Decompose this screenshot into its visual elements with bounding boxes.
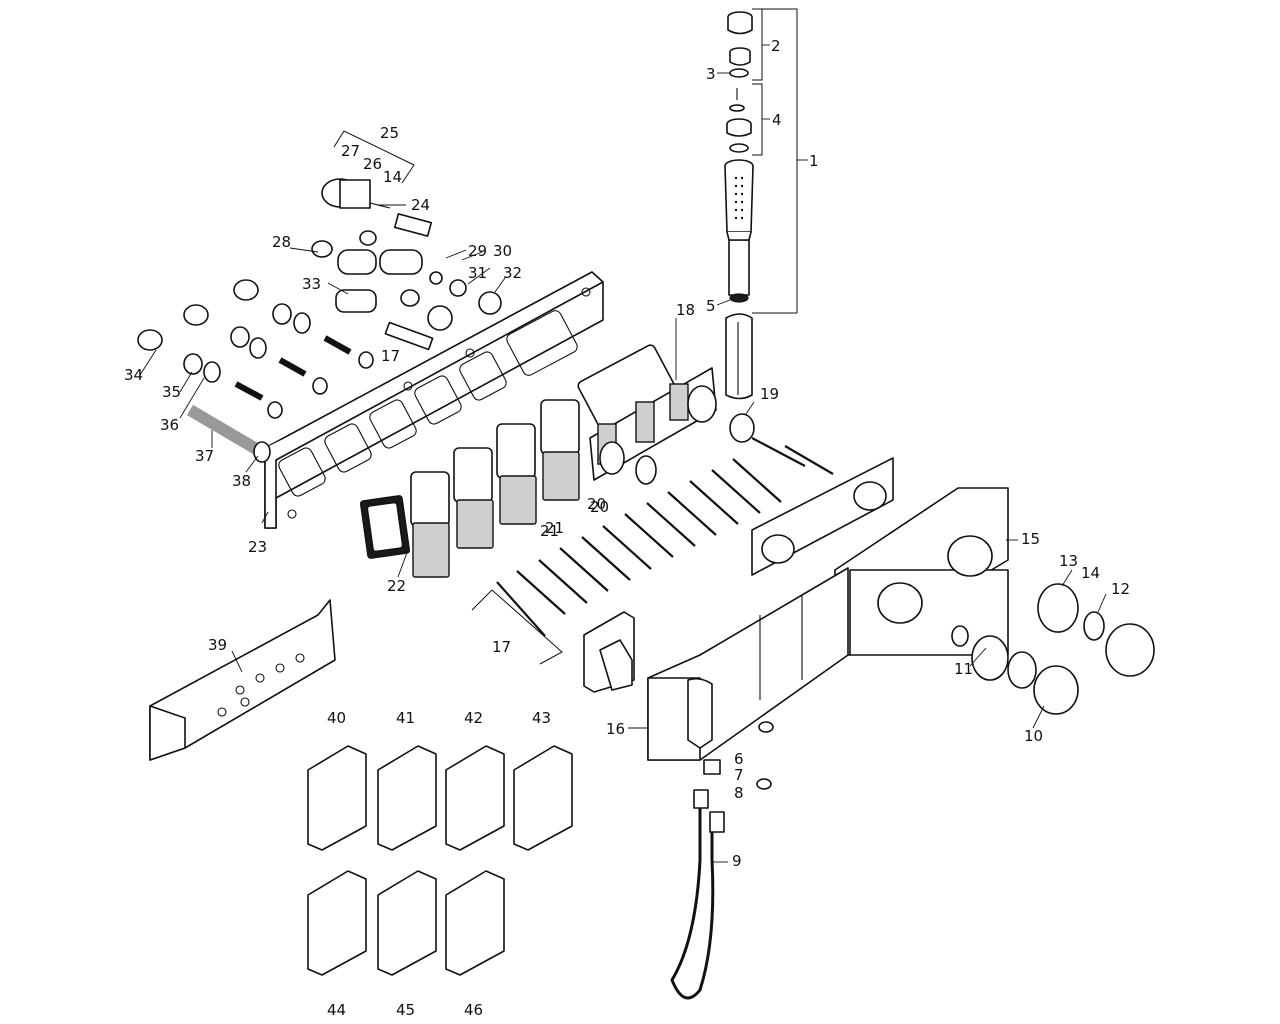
callout-19: 19 bbox=[760, 385, 779, 403]
callout-46: 46 bbox=[464, 1001, 483, 1019]
callout-25: 25 bbox=[380, 124, 399, 142]
callout-37: 37 bbox=[195, 447, 214, 465]
callout-30: 30 bbox=[493, 242, 512, 260]
callout-17-upper: 17 bbox=[381, 347, 400, 365]
callout-26: 26 bbox=[363, 155, 382, 173]
holder-unit bbox=[647, 567, 849, 761]
callout-39: 39 bbox=[208, 636, 227, 654]
faceplate bbox=[834, 487, 1009, 656]
callout-5: 5 bbox=[706, 297, 716, 315]
callout-4: 4 bbox=[772, 111, 782, 129]
callout-35: 35 bbox=[162, 383, 181, 401]
callout-29: 29 bbox=[468, 242, 487, 260]
callout-22: 22 bbox=[387, 577, 406, 595]
callout-31: 31 bbox=[468, 264, 487, 282]
callout-20-right: 20 bbox=[590, 498, 609, 516]
button-caps bbox=[307, 745, 573, 976]
callout-32: 32 bbox=[503, 264, 522, 282]
spray-disc bbox=[726, 88, 752, 153]
callout-11: 11 bbox=[954, 660, 973, 678]
callout-7: 7 bbox=[734, 766, 744, 784]
leader-lines bbox=[139, 204, 1107, 863]
callout-24: 24 bbox=[411, 196, 430, 214]
callout-43: 43 bbox=[532, 709, 551, 727]
callout-12: 12 bbox=[1111, 580, 1130, 598]
mounting-screws bbox=[471, 437, 834, 665]
hand-shower-stack bbox=[716, 8, 808, 400]
callout-21: 21 bbox=[545, 519, 564, 537]
callout-17: 17 bbox=[492, 638, 511, 656]
mounting-box bbox=[149, 599, 336, 761]
callout-34: 34 bbox=[124, 366, 143, 384]
callout-20: 20 bbox=[587, 495, 606, 513]
callout-44: 44 bbox=[327, 1001, 346, 1019]
callout-2: 2 bbox=[771, 37, 781, 55]
callout-23: 23 bbox=[248, 538, 267, 556]
callout-6: 6 bbox=[734, 750, 744, 768]
callout-9: 9 bbox=[732, 852, 742, 870]
shower-holder-sleeve bbox=[725, 313, 753, 400]
callout-14: 14 bbox=[1081, 564, 1100, 582]
callout-10: 10 bbox=[1024, 727, 1043, 745]
callout-8: 8 bbox=[734, 784, 744, 802]
callout-labels: 1 2 3 4 5 6 7 8 9 10 11 12 13 14 15 16 1… bbox=[124, 37, 1130, 1019]
callout-13: 13 bbox=[1059, 552, 1078, 570]
shower-hose bbox=[670, 721, 774, 1000]
knob-assembly bbox=[951, 583, 1155, 715]
cartridge-parts bbox=[137, 130, 502, 463]
callout-16: 16 bbox=[606, 720, 625, 738]
callout-14-upper: 14 bbox=[383, 168, 402, 186]
screw-row bbox=[496, 437, 834, 637]
callout-40: 40 bbox=[327, 709, 346, 727]
callout-1: 1 bbox=[809, 152, 819, 170]
cover-frame bbox=[751, 457, 894, 576]
callout-3: 3 bbox=[706, 65, 716, 83]
callout-42: 42 bbox=[464, 709, 483, 727]
valve-block bbox=[589, 367, 755, 485]
wall-outlet bbox=[583, 611, 635, 693]
callout-41: 41 bbox=[396, 709, 415, 727]
callout-38: 38 bbox=[232, 472, 251, 490]
gasket-set bbox=[359, 344, 681, 578]
callout-33: 33 bbox=[302, 275, 321, 293]
callout-28: 28 bbox=[272, 233, 291, 251]
base-plate bbox=[264, 271, 604, 529]
hand-shower-cap bbox=[727, 11, 753, 78]
callout-21-left: 21 bbox=[540, 522, 559, 540]
spray-nozzles bbox=[734, 176, 744, 220]
hand-shower-body bbox=[724, 159, 754, 303]
callout-27: 27 bbox=[341, 142, 360, 160]
callout-18: 18 bbox=[676, 301, 695, 319]
callout-36: 36 bbox=[160, 416, 179, 434]
base-plate-cutouts bbox=[278, 287, 591, 519]
callout-15: 15 bbox=[1021, 530, 1040, 548]
callout-45: 45 bbox=[396, 1001, 415, 1019]
